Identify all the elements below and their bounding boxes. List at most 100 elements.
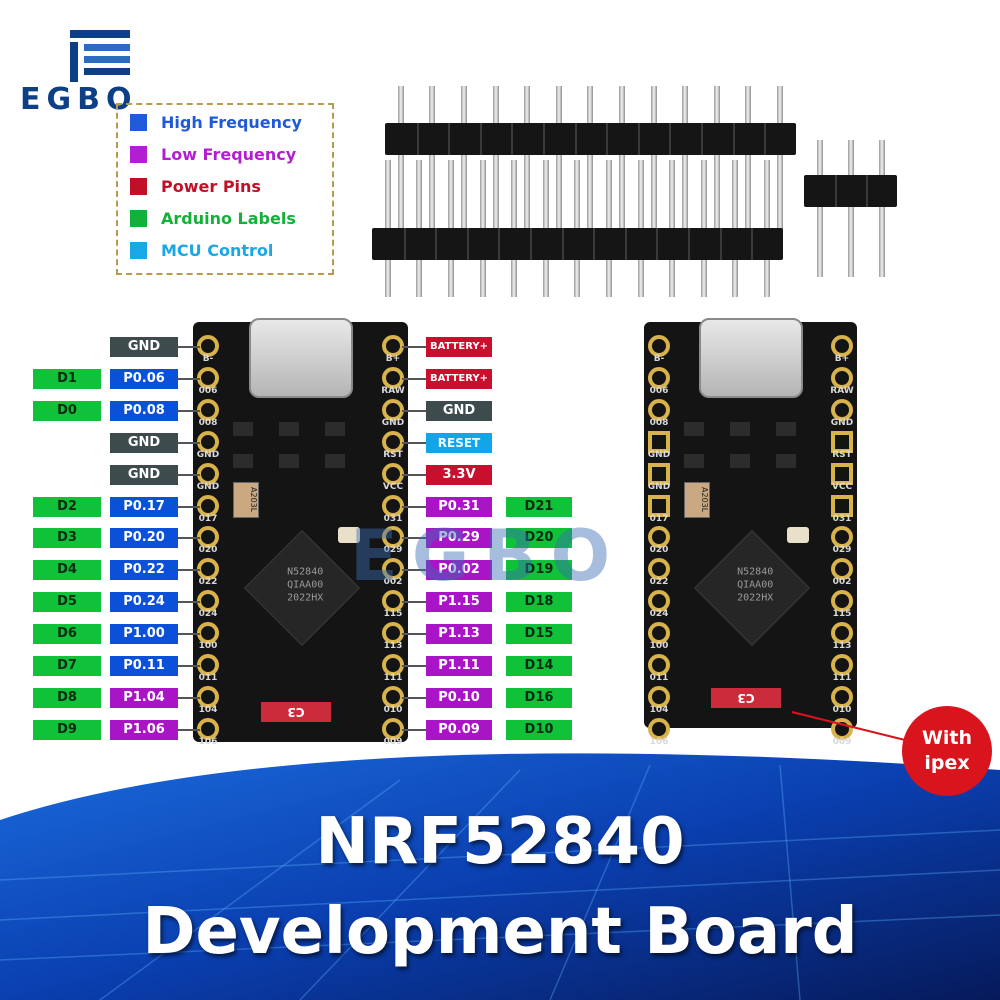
smd-component [325, 454, 345, 468]
header-segment [866, 175, 868, 207]
header-pin [878, 140, 885, 277]
silk-label-left: 106 [649, 736, 669, 747]
leader-line-right [402, 633, 426, 636]
header-segment [543, 123, 545, 155]
mcu-label-left: P0.24 [110, 592, 178, 613]
mcu-label-right: BATTERY+ [426, 337, 492, 357]
leader-line-right [402, 569, 426, 572]
header-pin [587, 86, 594, 230]
title-line-1: NRF52840 [315, 805, 685, 879]
silk-label-left: 106 [198, 736, 218, 747]
header-pin [461, 86, 467, 230]
header-segment [606, 123, 609, 155]
leader-line-left [178, 377, 200, 380]
pin-pad-right [831, 685, 853, 708]
silk-label-right: 009 [383, 736, 403, 747]
pin-pad-left [648, 398, 670, 421]
arduino-label-left: D8 [33, 687, 101, 708]
arduino-label-right: D14 [506, 656, 572, 676]
header-segment [719, 228, 722, 260]
silk-label-right: 111 [383, 673, 403, 683]
pin-pad-left [648, 462, 670, 485]
leader-line-left [178, 409, 200, 412]
smd-component [684, 454, 704, 468]
header-pin [429, 86, 436, 230]
chip-marking-line: QIAA00 [736, 579, 773, 591]
silk-label-right: 029 [832, 545, 852, 556]
header-segment [637, 123, 640, 155]
header-pin [492, 86, 499, 230]
header-segment [764, 123, 767, 155]
chip-marking-line: 2022HX [736, 592, 773, 604]
leader-line-left [178, 665, 200, 667]
header-segment [511, 123, 514, 155]
mcu-label-left: P1.04 [110, 687, 178, 708]
smd-component [233, 422, 253, 436]
mcu-label-right: BATTERY+ [426, 368, 492, 389]
silk-label-right: B+ [834, 354, 850, 364]
arduino-label-left: D2 [33, 496, 101, 517]
leader-line-right [402, 696, 426, 699]
silk-label-left: GND [647, 449, 671, 460]
header-segment [435, 228, 438, 260]
pin-pad-right [831, 558, 853, 581]
header-segment [466, 228, 469, 260]
header-pin [650, 86, 657, 230]
legend-swatch [130, 241, 147, 259]
pin-pad-right [831, 335, 853, 357]
mcu-label-left: P0.11 [110, 656, 178, 676]
smd-component [325, 422, 345, 436]
silk-label-left: 100 [198, 641, 218, 652]
mcu-label-left: P0.22 [110, 560, 178, 581]
header-segment [732, 123, 735, 155]
header-segment [701, 123, 703, 155]
arduino-label-left: D0 [33, 400, 101, 421]
smd-component [279, 422, 299, 436]
header-pin [524, 86, 531, 230]
crystal-label: A203L [233, 482, 259, 518]
arduino-label-left: D3 [33, 528, 101, 549]
silk-label-left: 024 [198, 609, 218, 620]
pin-pad-left [648, 558, 670, 581]
silk-label-right: RAW [830, 385, 854, 396]
arduino-label-left: D5 [33, 592, 101, 613]
pin-pad-right [831, 366, 853, 389]
pin-pad-left [648, 685, 670, 708]
mcu-label-right: P1.15 [426, 592, 492, 613]
badge-line-1: With [921, 727, 973, 749]
capacitor-c3-label: C3 [260, 702, 331, 722]
leader-line-right [402, 377, 426, 380]
header-pin [397, 86, 404, 230]
leader-line-right [402, 346, 426, 348]
leader-line-left [178, 505, 200, 508]
leader-line-right [402, 728, 426, 731]
header-segment [624, 228, 627, 260]
silk-label-left: 008 [198, 417, 218, 428]
mcu-label-right: P0.09 [426, 719, 492, 740]
legend-label: Low Frequency [161, 144, 297, 164]
leader-line-left [178, 696, 200, 699]
header-pin [682, 86, 689, 230]
silk-label-right: VCC [382, 481, 404, 492]
silk-label-left: 104 [649, 704, 669, 715]
header-pin [745, 86, 752, 230]
leader-line-right [402, 601, 426, 604]
silk-label-right: B+ [385, 354, 401, 364]
silk-label-left: 011 [198, 673, 218, 683]
silk-label-right: 113 [383, 641, 403, 652]
mcu-label-right: P1.13 [426, 624, 492, 645]
arduino-label-right: D16 [506, 687, 572, 708]
mcu-label-right: GND [426, 400, 492, 421]
legend-item: Low Frequency [130, 143, 296, 165]
silk-label-left: GND [196, 481, 220, 492]
silk-label-left: 006 [649, 385, 669, 396]
header-segment [656, 228, 659, 260]
smd-component [233, 454, 253, 468]
arduino-label-left: D9 [33, 719, 101, 740]
pin-pad-right [831, 430, 853, 453]
leader-line-right [402, 473, 426, 476]
pin-pad-right [831, 654, 853, 676]
header-pin [619, 86, 625, 230]
silk-label-left: 022 [649, 577, 669, 588]
